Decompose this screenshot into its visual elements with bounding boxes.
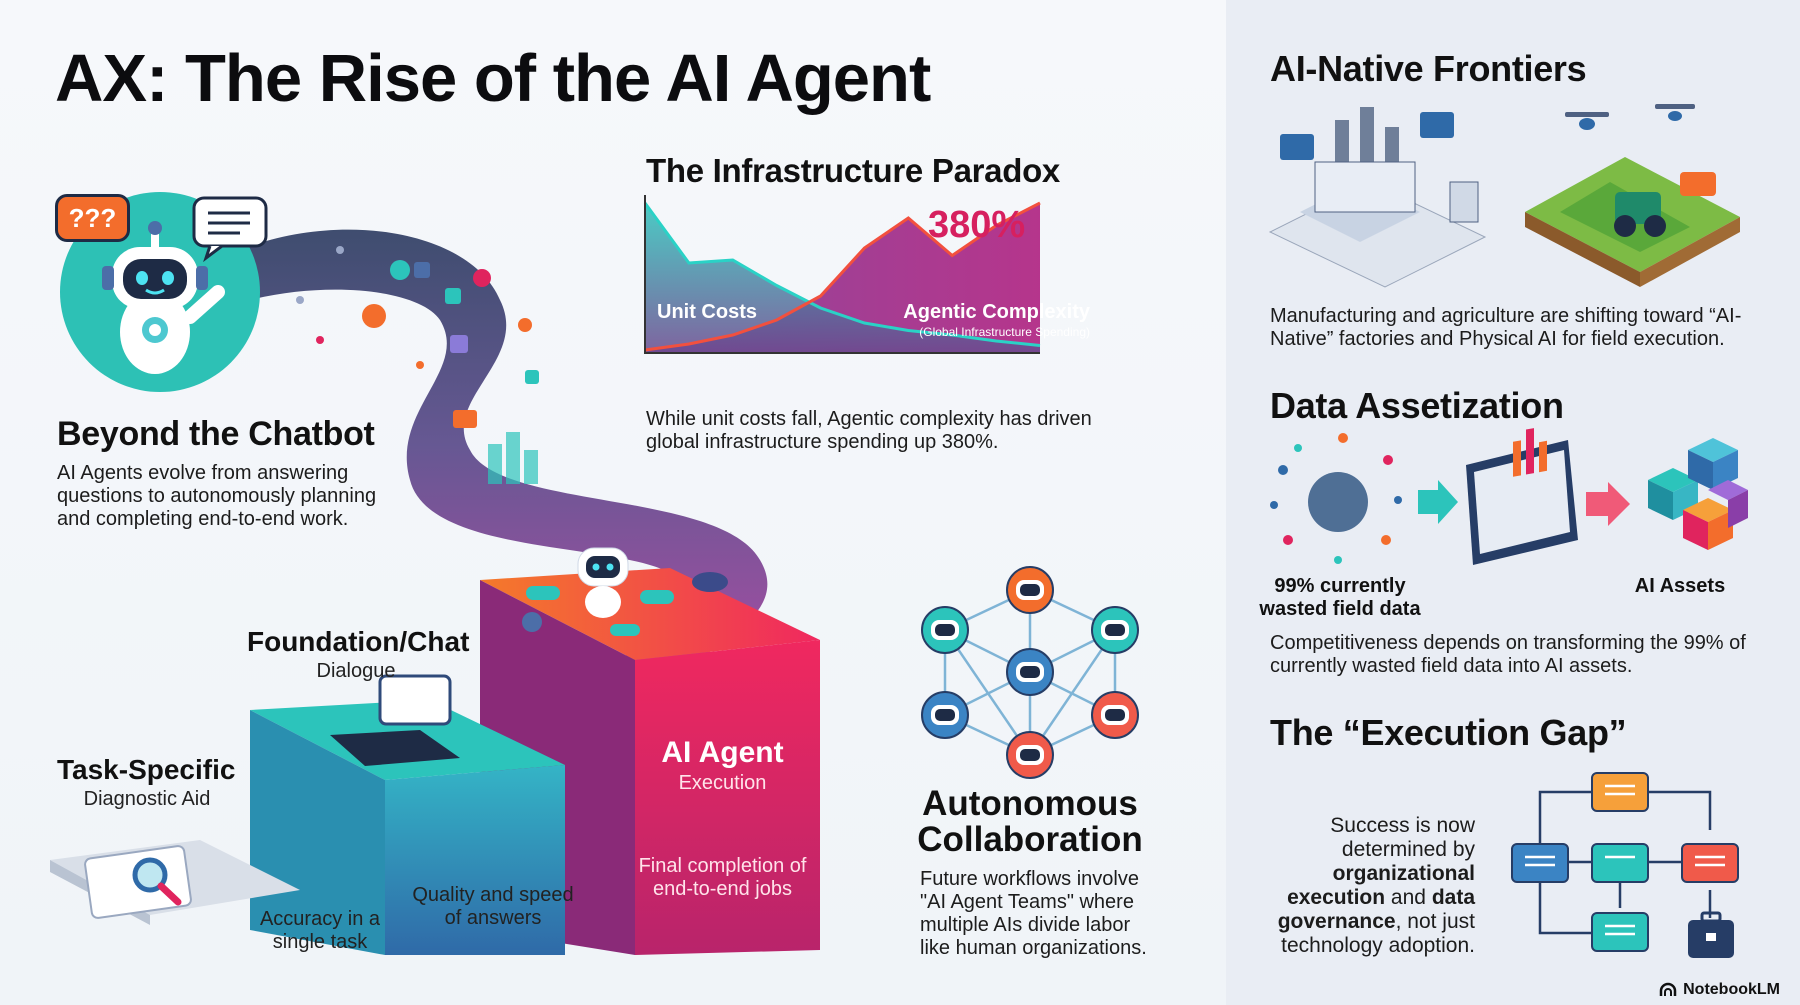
series-label-agentic: Agentic Complexity xyxy=(903,301,1091,323)
assetization-heading: Data Assetization xyxy=(1270,385,1564,426)
gap-body-part-1: Success is now determined by xyxy=(1330,814,1475,861)
evolution-steps xyxy=(50,547,820,955)
agent-network-icon xyxy=(921,566,1139,779)
question-bubble-text: ??? xyxy=(68,202,117,233)
agent-desc: Final completion of end-to-end jobs xyxy=(638,855,807,900)
paradox-caption: While unit costs fall, Agentic complexit… xyxy=(646,408,1092,453)
question-bubble: ??? xyxy=(55,194,130,242)
gap-body: Success is now determined by organizatio… xyxy=(1250,814,1475,958)
series-line-0 xyxy=(643,202,1041,347)
series-line-1 xyxy=(644,201,1041,352)
chart-axes xyxy=(644,195,1040,354)
workflow-diagram xyxy=(1511,772,1739,958)
wasted-data-label: 99% currently wasted field data xyxy=(1259,575,1421,620)
series-label-unit-costs: Unit Costs xyxy=(657,301,757,323)
beyond-heading: Beyond the Chatbot xyxy=(57,415,375,453)
gap-heading: The “Execution Gap” xyxy=(1270,712,1627,753)
agent-node-icon xyxy=(921,691,969,739)
gap-body-part-3: , not just technology adoption. xyxy=(1281,910,1475,957)
agent-node-icon xyxy=(1006,648,1054,696)
notebooklm-mark-icon xyxy=(1659,982,1677,996)
ai-assets-label: AI Assets xyxy=(1634,575,1726,597)
gap-body-bold-2: data governance xyxy=(1277,886,1475,933)
paradox-heading: The Infrastructure Paradox xyxy=(646,152,1060,189)
chat-bubble-icon xyxy=(192,196,268,263)
series-area-1 xyxy=(645,203,1040,353)
series-area-0 xyxy=(645,203,1040,353)
agent-node-icon xyxy=(921,606,969,654)
gap-body-bold-1: organizational execution xyxy=(1287,862,1475,909)
notebooklm-logo: NotebookLM xyxy=(1659,981,1780,999)
agent-node-icon xyxy=(1006,731,1054,779)
agent-heading: AI Agent xyxy=(661,736,784,769)
foundation-heading: Foundation/Chat xyxy=(247,626,470,657)
series-note-agentic: (Global Infrastructure Spending) xyxy=(919,325,1090,339)
task-heading: Task-Specific xyxy=(57,754,236,785)
robot-icon xyxy=(102,221,225,374)
assetization-body: Competitiveness depends on transforming … xyxy=(1270,632,1746,677)
gap-body-part-2: and xyxy=(1385,886,1432,909)
annotation-380: 380% xyxy=(928,204,1025,246)
assetization-illustration xyxy=(1270,428,1748,565)
collab-heading: Autonomous Collaboration xyxy=(917,784,1143,859)
factory-farm-illustration xyxy=(1268,104,1740,288)
frontiers-body: Manufacturing and agriculture are shifti… xyxy=(1270,305,1742,350)
collab-body: Future workflows involve "AI Agent Teams… xyxy=(920,868,1147,959)
task-sub: Diagnostic Aid xyxy=(83,788,211,810)
foundation-desc: Quality and speed of answers xyxy=(412,884,574,929)
paradox-chart: Unit Costs Agentic Complexity (Global In… xyxy=(643,195,1091,354)
brand-name: NotebookLM xyxy=(1683,981,1780,998)
task-desc: Accuracy in a single task xyxy=(259,908,381,953)
frontiers-heading: AI-Native Frontiers xyxy=(1270,48,1587,89)
agent-node-icon xyxy=(1091,691,1139,739)
agent-node-icon xyxy=(1091,606,1139,654)
foundation-sub: Dialogue xyxy=(316,660,396,682)
agent-node-icon xyxy=(1006,566,1054,614)
page-title: AX: The Rise of the AI Agent xyxy=(55,41,931,116)
beyond-body: AI Agents evolve from answering question… xyxy=(57,462,377,530)
agent-sub: Execution xyxy=(678,772,767,794)
evolution-path xyxy=(240,229,768,660)
